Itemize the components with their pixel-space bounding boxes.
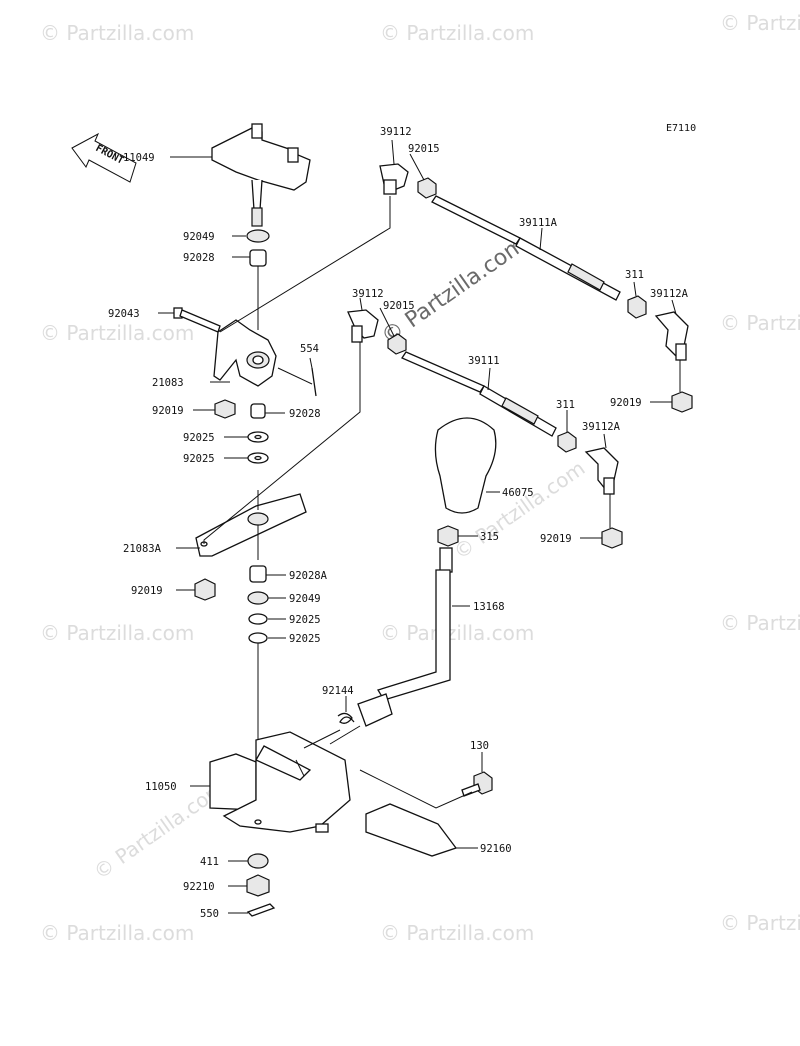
part-92049-washer [247, 591, 269, 605]
watermark: © Partzilla.com [720, 611, 800, 635]
watermark: © Partzilla.com [380, 21, 534, 45]
watermark: © Partzilla.com [380, 921, 534, 945]
label-92028A: 92028A [289, 570, 328, 582]
label-92025: 92025 [183, 432, 215, 444]
label-92210: 92210 [183, 881, 215, 893]
label-92019: 92019 [610, 397, 642, 409]
label-92015: 92015 [383, 300, 415, 312]
label-92025: 92025 [289, 633, 321, 645]
part-92049-washer [246, 229, 270, 243]
part-39112-ball-joint [347, 297, 379, 343]
watermark-center: © Partzilla.com [377, 232, 530, 350]
label-311: 311 [625, 269, 644, 281]
label-92144: 92144 [322, 685, 354, 697]
label-11049: 11049 [123, 152, 155, 164]
part-92144-spring [337, 696, 355, 724]
label-39111A: 39111A [519, 217, 558, 229]
label-92019: 92019 [152, 405, 184, 417]
watermark: © Partzilla.com [40, 921, 194, 945]
part-92019-nut [194, 578, 216, 601]
label-39112A: 39112A [650, 288, 689, 300]
part-92160-plate [365, 803, 478, 857]
part-39112A-ball-joint [654, 299, 689, 392]
part-92210-nut [246, 874, 270, 897]
label-92028: 92028 [183, 252, 215, 264]
label-92049: 92049 [289, 593, 321, 605]
part-92028A-collar [249, 565, 267, 583]
part-92025-washer [248, 613, 268, 625]
watermark: © Partzilla.com [40, 621, 194, 645]
watermark: © Partzilla.com [720, 311, 800, 335]
label-92025: 92025 [289, 614, 321, 626]
watermark: © Partzilla.com [380, 621, 534, 645]
part-92019-nut [601, 527, 623, 549]
label-39112: 39112 [380, 126, 412, 138]
front-label: FRONT [94, 143, 126, 167]
part-92015-nut [417, 177, 437, 199]
label-13168: 13168 [473, 601, 505, 613]
label-92049: 92049 [183, 231, 215, 243]
watermark: © Partzilla.com [40, 21, 194, 45]
label-92025: 92025 [183, 453, 215, 465]
label-92160: 92160 [480, 843, 512, 855]
part-92025-washer [248, 632, 268, 644]
part-39112A-ball-joint [584, 433, 619, 528]
label-92043: 92043 [108, 308, 140, 320]
label-411: 411 [200, 856, 219, 868]
label-92019: 92019 [540, 533, 572, 545]
label-554: 554 [300, 343, 319, 355]
part-11049-bracket [170, 123, 311, 227]
part-92015-nut [387, 333, 407, 355]
part-311-nut [557, 431, 577, 453]
label-39112A: 39112A [582, 421, 621, 433]
label-21083: 21083 [152, 377, 184, 389]
label-39112: 39112 [352, 288, 384, 300]
watermark: © Partzilla.com [40, 321, 194, 345]
label-315: 315 [480, 531, 499, 543]
part-92028-collar [249, 249, 267, 267]
diagram-code: E7110 [666, 123, 696, 134]
part-92028-collar [250, 403, 266, 419]
label-550: 550 [200, 908, 219, 920]
label-11050: 11050 [145, 781, 177, 793]
part-554-pin [309, 357, 317, 397]
part-39111-rod [401, 351, 557, 437]
label-21083A: 21083A [123, 543, 162, 555]
label-92028: 92028 [289, 408, 321, 420]
part-39111A-rod [431, 195, 621, 301]
part-550-pin [246, 903, 276, 917]
part-311-nut [627, 295, 647, 319]
label-130: 130 [470, 740, 489, 752]
part-46075-knob [434, 417, 500, 514]
part-411-washer [247, 853, 269, 869]
part-11050-housing [190, 729, 351, 833]
watermark: © Partzilla.com [720, 11, 800, 35]
label-92015: 92015 [408, 143, 440, 155]
part-labels: 11049 92049 92028 92043 554 21083 92019 … [108, 126, 689, 920]
label-39111: 39111 [468, 355, 500, 367]
part-92019-nut [671, 391, 693, 413]
part-315-nut [437, 525, 459, 547]
label-311: 311 [556, 399, 575, 411]
part-21083-lever [210, 196, 391, 387]
watermark: © Partzilla.com [720, 911, 800, 935]
part-13168-shift-lever [329, 547, 470, 745]
part-130-bolt [359, 752, 493, 809]
label-92019: 92019 [131, 585, 163, 597]
part-21083A-lever [176, 340, 361, 560]
label-46075: 46075 [502, 487, 534, 499]
part-92019-nut [214, 399, 236, 419]
part-39112-ball-joint [379, 139, 409, 195]
